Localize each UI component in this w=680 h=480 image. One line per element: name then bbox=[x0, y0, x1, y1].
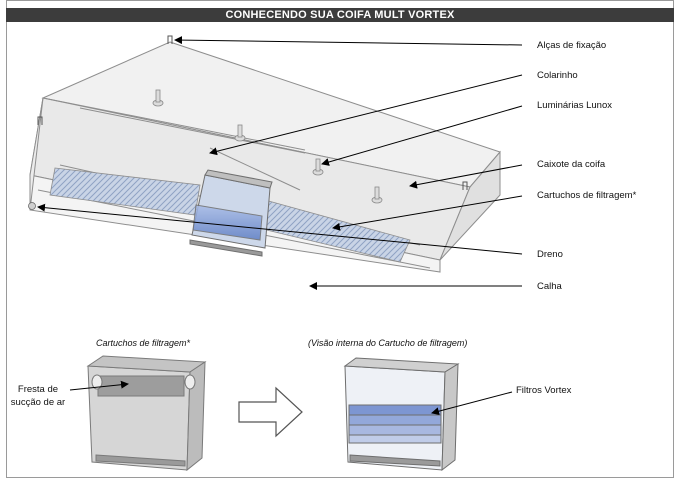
page-frame bbox=[6, 0, 674, 478]
fresta-line-2: sucção de ar bbox=[10, 397, 66, 408]
cartridge-exterior bbox=[86, 355, 207, 472]
callout-dreno: Dreno bbox=[537, 249, 563, 260]
caption-visao-interna: (Visão interna do Cartucho de filtragem) bbox=[308, 338, 468, 348]
callout-alcas-de-fixacao: Alças de fixação bbox=[537, 40, 607, 51]
lunox-lamp-icon bbox=[152, 89, 383, 204]
hood-center-cartridge bbox=[189, 169, 273, 257]
callout-cartuchos-de-filtragem: Cartuchos de filtragem* bbox=[537, 190, 637, 201]
callout-luminarias-lunox: Luminárias Lunox bbox=[537, 100, 612, 111]
hood-filter-mesh bbox=[49, 167, 411, 263]
fresta-arrow bbox=[69, 380, 129, 391]
callout-caixote-da-coifa: Caixote da coifa bbox=[537, 159, 606, 170]
transition-arrow-icon bbox=[238, 386, 303, 438]
caption-cartuchos: Cartuchos de filtragem* bbox=[96, 338, 191, 348]
fixing-handle-icon bbox=[37, 35, 468, 190]
callout-colarinho: Colarinho bbox=[537, 70, 578, 81]
cartridge-interior bbox=[343, 357, 460, 472]
page-title: CONHECENDO SUA COIFA MULT VORTEX bbox=[6, 8, 674, 22]
callout-arrows bbox=[37, 36, 523, 290]
callout-filtros-vortex: Filtros Vortex bbox=[516, 385, 572, 396]
fresta-label: Fresta de sucção de ar bbox=[6, 383, 70, 409]
callout-calha: Calha bbox=[537, 281, 562, 292]
drain-icon bbox=[28, 202, 36, 210]
fresta-line-1: Fresta de bbox=[17, 384, 59, 395]
filtros-arrow bbox=[431, 391, 513, 416]
